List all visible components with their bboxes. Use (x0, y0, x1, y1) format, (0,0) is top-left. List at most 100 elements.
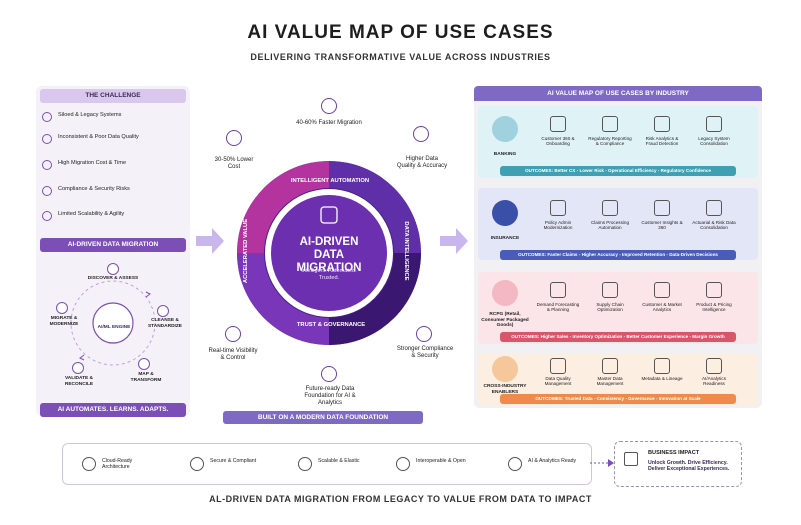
industry-row-cross: CROSS-INDUSTRY ENABLERS Data Quality Man… (478, 354, 758, 406)
outcome-rcpg: OUTCOMES: Higher Sales - Inventory Optim… (500, 332, 736, 342)
cycle-step: MIGRATE & MODERNIZE (49, 316, 79, 327)
warning-icon (42, 134, 52, 144)
ring-label-trust: TRUST & GOVERNANCE (296, 322, 366, 328)
outcome-banking: OUTCOMES: Better CX - Lower Risk - Opera… (500, 166, 736, 176)
outer-label-top: 40-60% Faster Migration (296, 120, 362, 126)
stopwatch-icon (321, 98, 337, 114)
supply-icon (602, 282, 618, 298)
flow-arrow-left (196, 228, 224, 254)
industry-header: AI VALUE MAP OF USE CASES BY INDUSTRY (474, 86, 762, 101)
master-data-icon (602, 358, 618, 374)
inner-core (271, 195, 387, 311)
outer-label-bottom: Future-ready Data Foundation for AI & An… (304, 386, 356, 406)
ring-label-intelligence: DATA INTELLIGENCE (403, 221, 409, 281)
challenge-header: THE CHALLENGE (40, 89, 186, 103)
cycle-step: VALIDATE & RECONCILE (64, 376, 94, 387)
engine-circle (92, 302, 134, 344)
outer-label-bottom-right: Stronger Compliance & Security (396, 346, 454, 359)
dollar-icon (226, 130, 242, 146)
target-icon (413, 126, 429, 142)
cloud-icon (56, 302, 68, 314)
industry-row-insurance: INSURANCE Policy Admin Modernization Cla… (478, 188, 758, 260)
scale-icon (42, 211, 52, 221)
eye-icon (225, 326, 241, 342)
cycle-step: MAP & TRANSFORM (130, 372, 162, 383)
search-icon (107, 263, 119, 275)
cart-icon (492, 280, 518, 306)
shield-icon (190, 457, 204, 471)
outer-label-bottom-left: Real-time Visibility & Control (208, 348, 258, 361)
puzzle-icon (396, 457, 410, 471)
page-subtitle: DELIVERING TRANSFORMATIVE VALUE ACROSS I… (250, 52, 551, 62)
cycle-ring (70, 280, 156, 366)
tag-icon (706, 282, 722, 298)
migration-cycle (70, 280, 156, 366)
page-footer: AL-DRIVEN DATA MIGRATION FROM LEGACY TO … (209, 494, 592, 504)
bank-icon (492, 116, 518, 142)
industry-row-rcpg: RCPG (Retail, Consumer Packaged Goods) D… (478, 272, 758, 344)
lineage-icon (654, 358, 670, 374)
expand-icon (298, 457, 312, 471)
impact-arrow (590, 459, 614, 467)
center-tagline: Intelligent. Automated. Trusted. (301, 268, 357, 281)
risk-icon (654, 116, 670, 132)
ai-icon (706, 358, 722, 374)
challenge-item: Limited Scalability & Agility (42, 211, 188, 221)
migration-footer: AI AUTOMATES. LEARNS. ADAPTS. (40, 403, 186, 417)
customer-icon (550, 116, 566, 132)
center-ring (237, 161, 421, 345)
industry-row-banking: BANKING Customer 360 & Onboarding Regula… (478, 106, 758, 178)
database-icon (42, 112, 52, 122)
impact-title: BUSINESS IMPACT (648, 450, 700, 456)
foundation-box (62, 443, 592, 485)
quality-icon (550, 358, 566, 374)
ring-label-automation: INTELLIGENT AUTOMATION (290, 178, 370, 184)
flow-arrow-right (440, 228, 468, 254)
umbrella-icon (492, 200, 518, 226)
challenge-item: High Migration Cost & Time (42, 160, 188, 170)
cycle-arrow (145, 291, 151, 298)
outcome-insurance: OUTCOMES: Faster Claims - Higher Accurac… (500, 250, 736, 260)
chart-icon (321, 366, 337, 382)
outcome-cross: OUTCOMES: Trusted Data - Consistency - G… (500, 394, 736, 404)
page-title: AI VALUE MAP OF USE CASES (247, 22, 554, 43)
checklist-icon (72, 362, 84, 374)
migration-header: AI-DRIVEN DATA MIGRATION (40, 238, 186, 252)
impact-text: Unlock Growth. Drive Efficiency. Deliver… (648, 460, 730, 473)
report-icon (602, 116, 618, 132)
ai-brain-icon (508, 457, 522, 471)
segment-automation (329, 161, 421, 253)
shield-check-icon (416, 326, 432, 342)
outer-label-top-right: Higher Data Quality & Accuracy (396, 156, 448, 169)
growth-icon (706, 200, 722, 216)
challenge-item: Compliance & Security Risks (42, 186, 188, 196)
network-icon (492, 356, 518, 382)
engine-label: AI/ML ENGINE (97, 325, 131, 330)
business-impact-box (614, 441, 742, 487)
segment-trust (237, 253, 329, 345)
challenge-item: Siloed & Legacy Systems (42, 112, 188, 122)
ai-chip-icon (320, 206, 338, 224)
challenge-item: Inconsistent & Poor Data Quality (42, 134, 188, 144)
forecast-icon (550, 282, 566, 298)
cycle-step: CLEANSE & STANDARDIZE (147, 318, 183, 329)
segment-accelerated (237, 161, 329, 253)
cloud-icon (82, 457, 96, 471)
cycle-step: DISCOVER & ASSESS (87, 276, 139, 281)
transform-icon (138, 358, 150, 370)
user-icon (654, 282, 670, 298)
claims-icon (602, 200, 618, 216)
shield-icon (42, 186, 52, 196)
outer-label-top-left: 30-50% Lower Cost (214, 157, 254, 170)
ring-label-accelerated: ACCELERATED VALUE (243, 218, 249, 284)
segment-intelligence (329, 253, 421, 345)
cleanse-icon (157, 305, 169, 317)
growth-chart-icon (624, 452, 638, 466)
foundation-header: BUILT ON A MODERN DATA FOUNDATION (223, 411, 423, 424)
cycle-arrow (79, 354, 85, 361)
dollar-icon (42, 160, 52, 170)
system-icon (706, 116, 722, 132)
people-icon (654, 200, 670, 216)
policy-icon (550, 200, 566, 216)
